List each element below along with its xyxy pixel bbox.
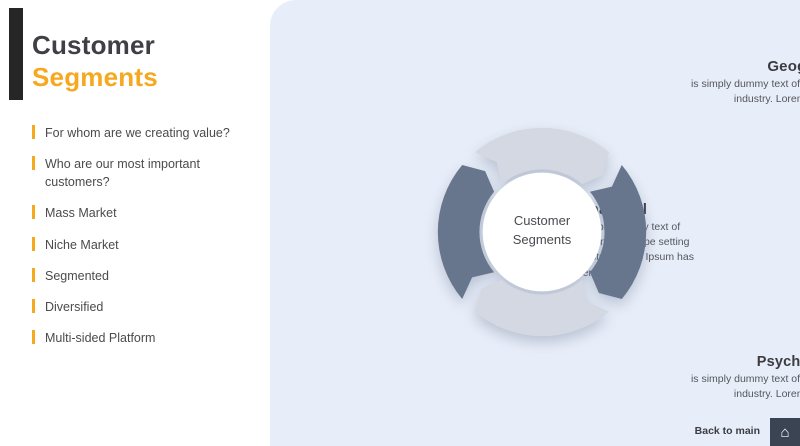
list-item: Segmented <box>32 267 247 285</box>
bullet-marker <box>32 205 35 220</box>
cycle-center-circle <box>482 172 602 292</box>
bullet-marker <box>32 156 35 171</box>
bullet-text: Diversified <box>45 299 104 314</box>
page-title-line2: Segments <box>32 61 158 92</box>
list-item: Diversified <box>32 298 247 316</box>
bullet-marker <box>32 267 35 282</box>
cycle-segment-bottom <box>475 279 609 337</box>
list-item: Mass Market <box>32 204 247 222</box>
list-item: Niche Market <box>32 236 247 254</box>
bullet-marker <box>32 236 35 251</box>
bullet-text: Multi-sided Platform <box>45 330 156 345</box>
node-title: Geographic <box>767 58 800 75</box>
home-icon: ⌂ <box>780 423 790 441</box>
center-label-line2: Segments <box>512 231 572 247</box>
bullet-marker <box>32 298 35 313</box>
page-title-line1: Customer <box>32 30 155 60</box>
bullet-marker <box>32 329 35 344</box>
bullet-text: Mass Market <box>45 206 117 221</box>
diagram-node-psychographic: Psychographic is simply dummy text of th… <box>675 354 800 402</box>
bullet-text: For whom are we creating value? <box>45 126 230 140</box>
diagram-node-geographic: Geographic is simply dummy text of the p… <box>675 58 800 107</box>
back-to-main-link[interactable]: Back to main <box>694 425 760 437</box>
title-accent-bar <box>9 8 23 100</box>
node-description: is simply dummy text of the printing and… <box>690 373 800 401</box>
cycle-diagram <box>437 127 647 337</box>
home-button[interactable]: ⌂ <box>770 418 800 446</box>
bullet-marker <box>32 125 35 139</box>
list-item: For whom are we creating value? <box>32 124 247 142</box>
bullet-text: Segmented <box>45 268 109 283</box>
page-title: Customer Segments <box>32 30 158 94</box>
diagram-center-label: Customer Segments <box>482 212 602 250</box>
bullet-text: Who are our most important customers? <box>45 157 200 190</box>
list-item: Multi-sided Platform <box>32 329 247 347</box>
bullet-list: For whom are we creating value? Who are … <box>32 124 247 360</box>
bullet-text: Niche Market <box>45 237 119 252</box>
cycle-segment-top <box>475 127 609 185</box>
diagram-panel: Geographic is simply dummy text of the p… <box>270 0 800 446</box>
node-title: Psychographic <box>756 354 800 370</box>
node-description: is simply dummy text of the printing and… <box>690 78 800 106</box>
center-label-line1: Customer <box>513 213 571 228</box>
cycle-segment-right <box>589 165 647 299</box>
list-item: Who are our most important customers? <box>32 155 247 191</box>
left-panel: Customer Segments For whom are we creati… <box>0 0 270 446</box>
cycle-segment-left <box>437 165 495 299</box>
